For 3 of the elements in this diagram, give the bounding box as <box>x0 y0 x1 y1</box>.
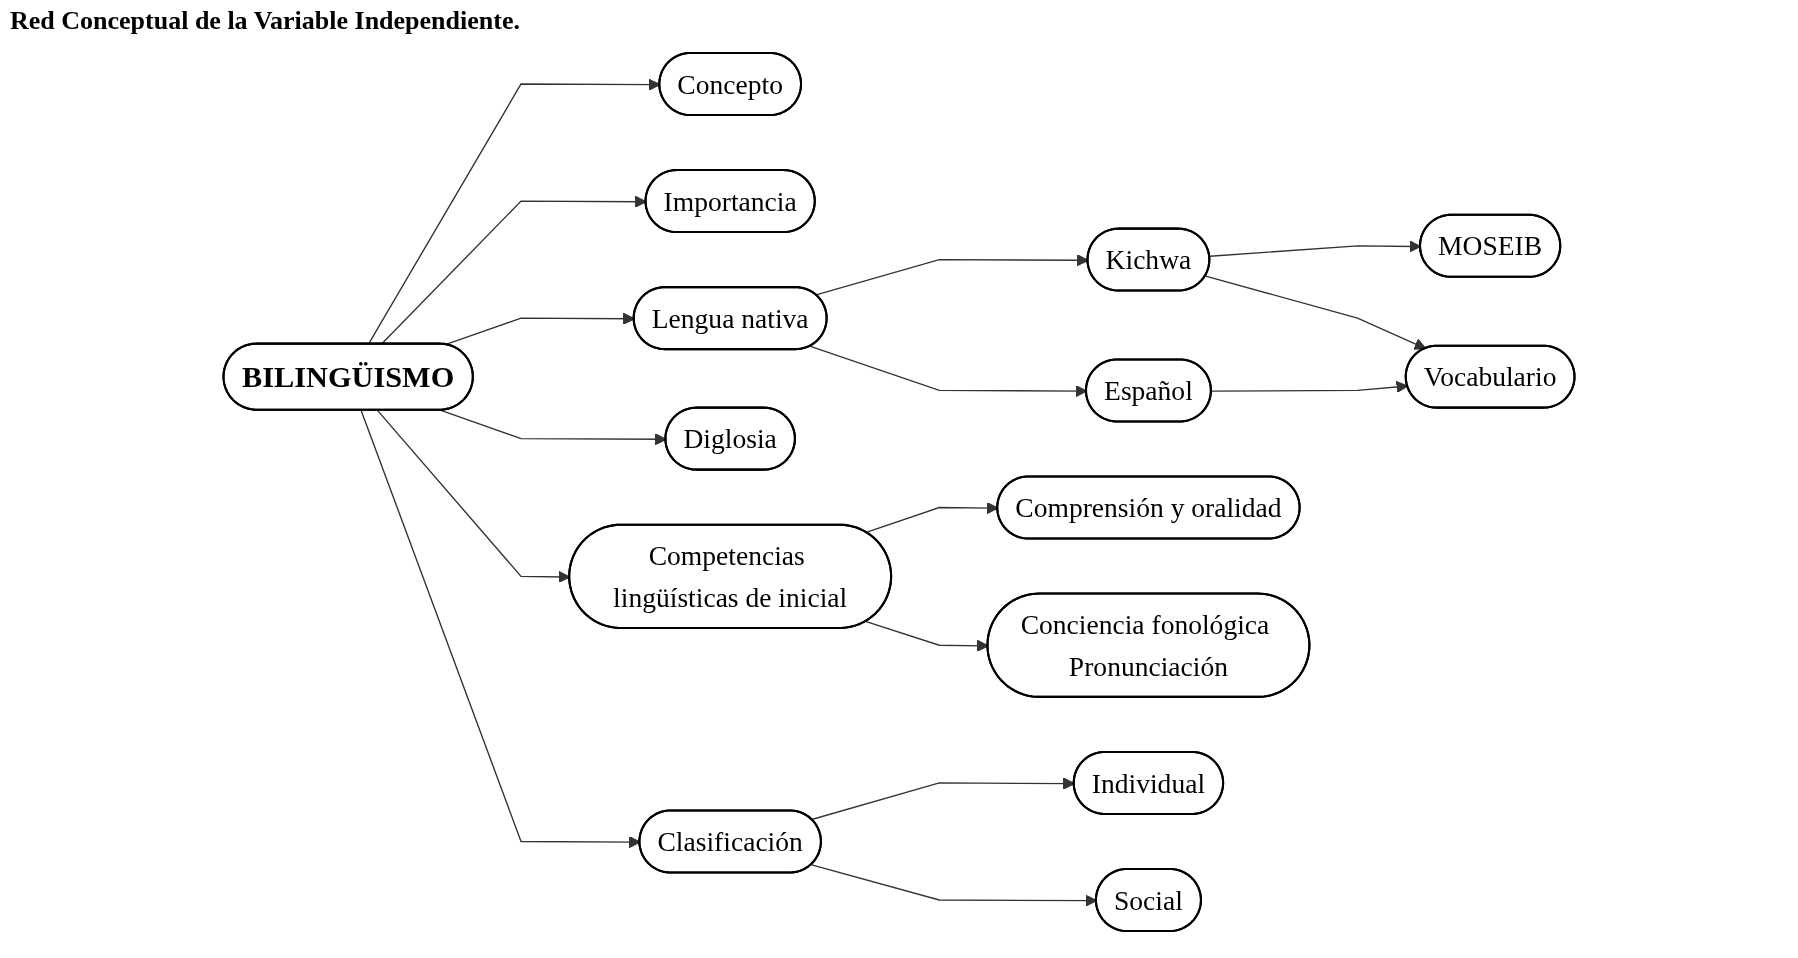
arrow <box>811 864 1098 907</box>
arrow <box>1205 275 1427 350</box>
diagram-title: Red Conceptual de la Variable Independiente. <box>10 6 521 36</box>
